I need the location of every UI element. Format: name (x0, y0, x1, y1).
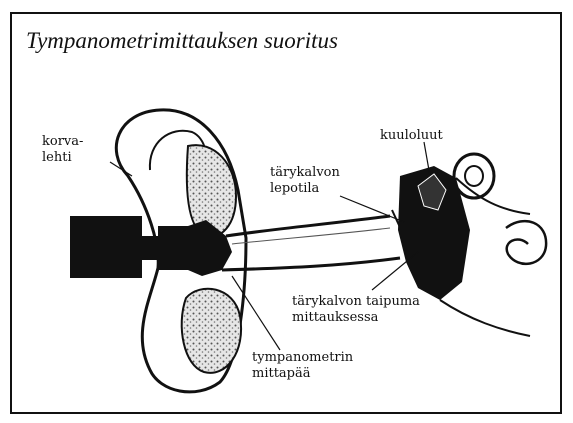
probe-neck (140, 236, 160, 260)
semicircular-canal-inner (465, 166, 483, 186)
probe-body (70, 216, 142, 278)
probe-tip (158, 226, 190, 270)
label-korvalehti-line2: lehti (42, 150, 83, 166)
label-kuuloluut: kuuloluut (380, 128, 443, 144)
ear-canal-upper-wall (226, 216, 390, 236)
auricle-lower-lobe (182, 289, 241, 373)
label-mittapaa-line2: mittapää (252, 366, 353, 382)
label-tarykalvon-lepotila: tärykalvon lepotila (270, 165, 340, 197)
label-taipuma-line1: tärykalvon taipuma (292, 294, 420, 310)
label-korvalehti-line1: korva- (42, 134, 83, 150)
label-kuuloluut-text: kuuloluut (380, 128, 443, 143)
cochlea-spiral (506, 221, 546, 264)
label-tarykalvon-taipuma: tärykalvon taipuma mittauksessa (292, 294, 420, 326)
label-mittapaa-line1: tympanometrin (252, 350, 353, 366)
label-taipuma-line2: mittauksessa (292, 310, 420, 326)
ear-canal-shading (232, 228, 390, 244)
label-lepotila-line2: lepotila (270, 181, 340, 197)
auditory-tube (440, 300, 530, 336)
label-korvalehti: korva- lehti (42, 134, 83, 166)
label-tympanometrin-mittapaa: tympanometrin mittapää (252, 350, 353, 382)
semicircular-canal (454, 154, 494, 198)
ear-canal-lower-wall (222, 258, 400, 270)
label-lepotila-line1: tärykalvon (270, 165, 340, 181)
